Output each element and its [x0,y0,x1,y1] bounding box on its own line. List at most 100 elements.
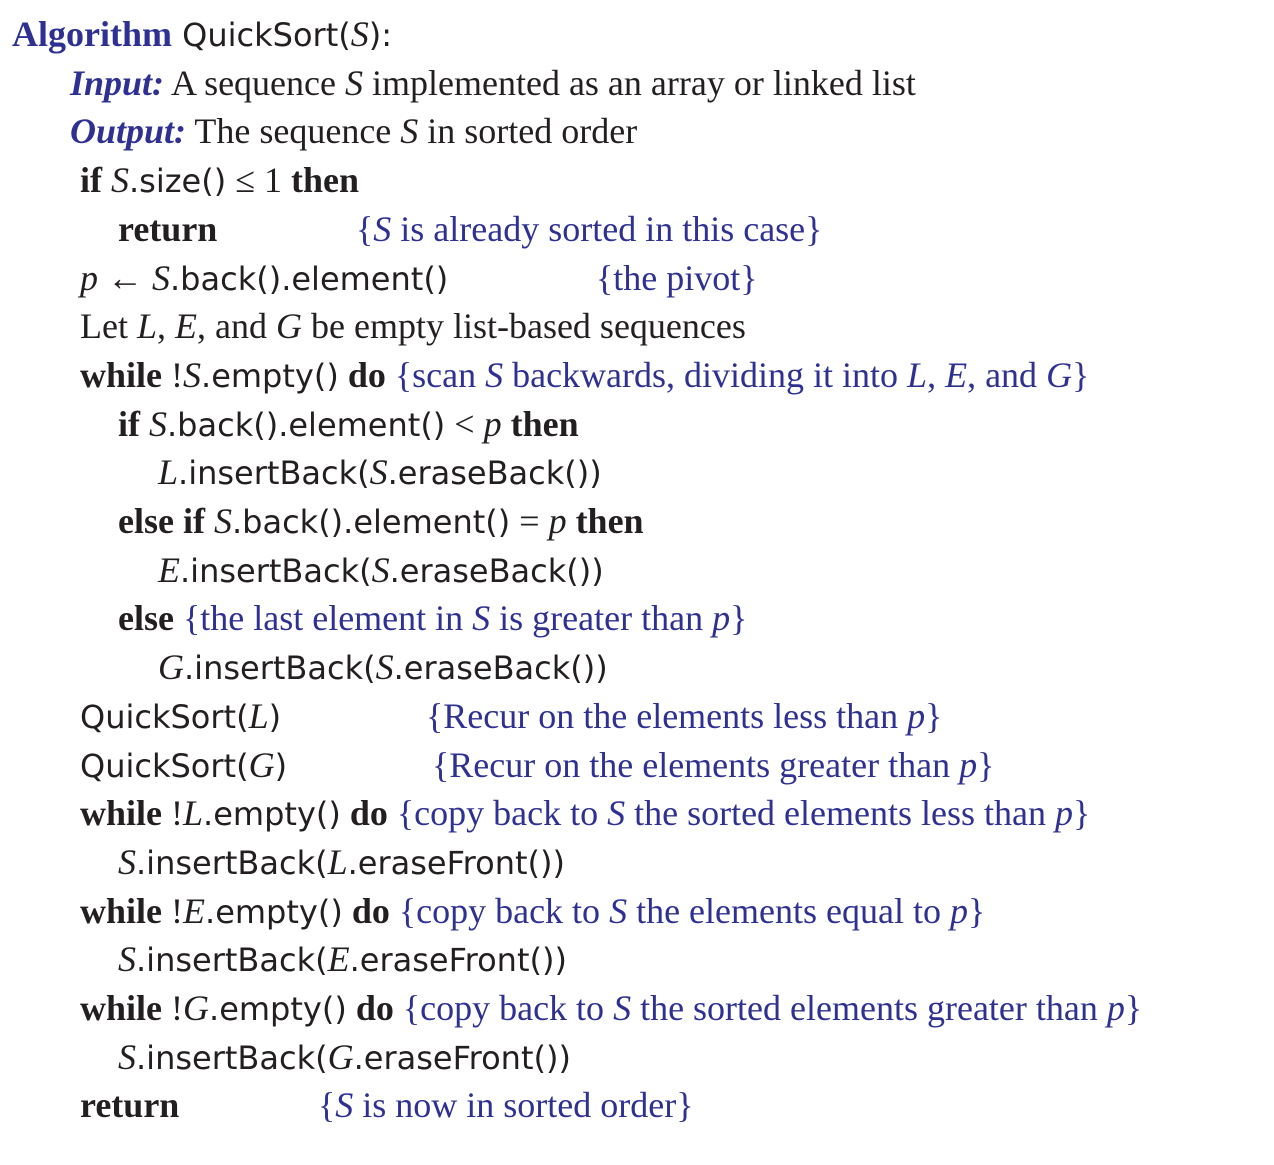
text-segment: } [1072,355,1090,395]
text-segment: G [276,306,302,346]
code-statement: while !S.empty() do {scan S backwards, d… [80,355,1089,396]
code-statement: Let L, E, and G be empty list-based sequ… [80,306,746,346]
text-segment: ! [162,355,184,395]
text-segment: { [356,209,374,249]
text-segment: p [907,696,926,736]
text-segment: .eraseFront()) [349,941,567,979]
text-segment: .eraseFront()) [353,1039,571,1077]
code-statement: if S.back().element() < p then [118,404,579,445]
text-segment: < [445,404,484,444]
code-statement: S.insertBack(E.eraseFront()) [118,939,567,980]
text-segment: {Recur on the elements greater than [432,745,960,785]
text-segment: Input: [70,63,165,103]
text-segment: {scan [385,355,486,395]
code-statement: S.insertBack(G.eraseFront()) [118,1037,571,1078]
text-segment: .empty() [203,795,341,833]
code-statement: return [80,1085,179,1125]
text-segment: backwards, dividing it into [503,355,908,395]
text-segment: E [183,891,206,931]
text-segment: L [183,793,204,833]
text-segment: S [607,793,626,833]
text-segment: Let [80,306,137,346]
code-statement: while !E.empty() do {copy back to S the … [80,891,985,932]
text-segment: S [400,111,419,151]
text-segment: .insertBack( [136,1039,328,1077]
text-segment: be empty list-based sequences [302,306,746,346]
text-segment: G [158,647,184,687]
text-segment: then [290,160,359,200]
text-segment: if [80,160,102,200]
text-segment: {copy back to [393,988,614,1028]
text-segment: p [1106,988,1125,1028]
text-segment: S [609,891,628,931]
text-segment: the sorted elements less than [625,793,1055,833]
code-statement: else {the last element in S is greater t… [118,598,747,638]
text-segment: S [345,63,363,103]
text-segment: p [959,745,978,785]
text-segment: G [327,1037,354,1077]
text-segment: S [335,1085,354,1125]
text-segment: QuickSort( [80,747,249,785]
text-segment: A sequence [164,63,345,103]
code-statement: while !L.empty() do {copy back to S the … [80,793,1090,834]
text-segment: return [80,1085,180,1125]
text-segment: ≤ 1 [226,160,291,200]
text-segment: .eraseBack()) [393,649,608,687]
text-segment: L [158,452,179,492]
text-segment: p [1054,793,1073,833]
text-segment: { [318,1085,336,1125]
code-statement: return [118,209,217,249]
text-segment: ) [274,747,288,785]
text-segment: } [1124,988,1143,1028]
code-statement: S.insertBack(L.eraseFront()) [118,842,565,883]
text-segment: S [369,452,388,492]
text-segment: .back().element() [167,406,446,444]
text-segment: S [118,939,136,979]
text-segment: G [1046,355,1073,395]
code-statement: QuickSort(L) [80,696,281,737]
text-segment: then [566,501,644,541]
text-segment: while [80,891,163,931]
text-segment: ! [162,988,184,1028]
text-segment: p [483,404,502,444]
text-segment: then [501,404,579,444]
code-statement: while !G.empty() do {copy back to S the … [80,988,1142,1029]
text-segment: S [373,209,392,249]
text-segment: .empty() [201,357,339,395]
text-segment: G [248,745,275,785]
code-comment: {S is now in sorted order} [318,1085,694,1125]
text-segment: E [175,306,198,346]
code-statement: E.insertBack(S.eraseBack()) [158,550,604,591]
code-statement: Output: The sequence S in sorted order [70,111,637,151]
text-segment: E [158,550,180,590]
text-segment: else [118,598,174,638]
text-segment: L [248,696,269,736]
code-comment: {Recur on the elements greater than p} [432,745,994,785]
text-segment: S [183,355,202,395]
text-segment: S [152,258,170,298]
text-segment: while [80,988,163,1028]
text-segment: , and [967,355,1047,395]
text-segment: .eraseBack()) [387,454,602,492]
text-segment: .insertBack( [184,649,376,687]
text-segment: is already sorted in this case} [391,209,823,249]
text-segment: ! [162,891,184,931]
text-segment: S [118,1037,136,1077]
text-segment: E [327,939,350,979]
text-segment: else if [118,501,205,541]
text-segment: S [375,647,394,687]
text-segment: p [949,891,968,931]
text-segment: QuickSort( [80,698,249,736]
code-statement: if S.size() ≤ 1 then [80,160,359,201]
text-segment: S [204,501,232,541]
text-segment: , [157,306,176,346]
text-segment: .empty() [205,893,343,931]
text-segment: .insertBack( [136,941,328,979]
text-segment: S [140,404,167,444]
text-segment: .empty() [209,990,347,1028]
text-segment: S [371,550,390,590]
text-segment: Output: [70,111,187,151]
text-segment: .insertBack( [180,552,372,590]
text-segment: L [136,306,158,346]
